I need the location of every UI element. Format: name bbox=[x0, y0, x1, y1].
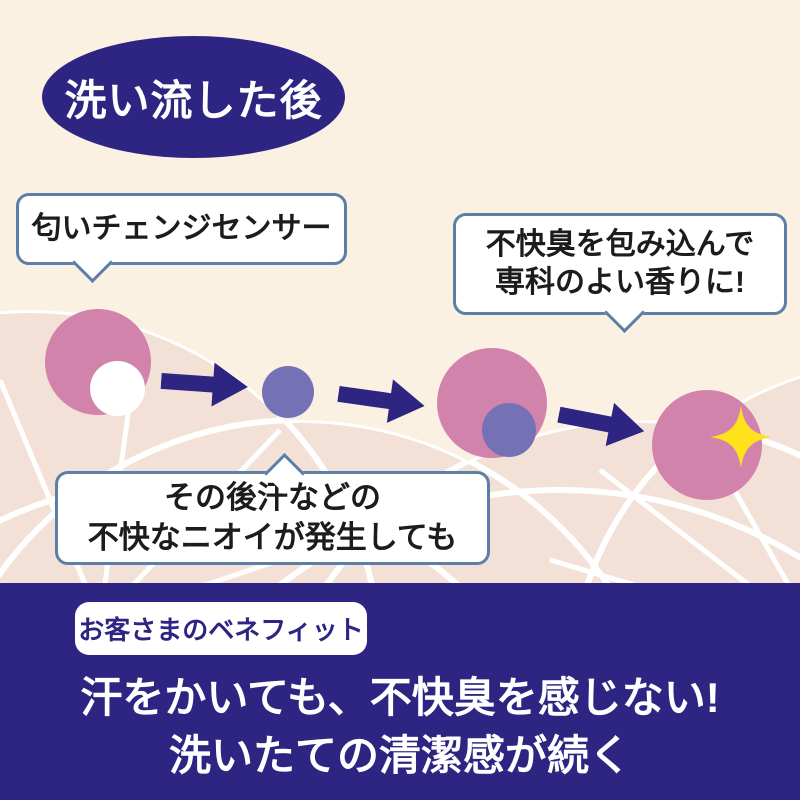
odor-particle-circle bbox=[262, 366, 314, 418]
benefit-badge-label: お客さまのベネフィット bbox=[78, 615, 364, 645]
sensor-bubble-label: 匂いチェンジセンサー bbox=[31, 211, 332, 245]
benefit-headline-line1: 汗をかいても、不快臭を感じない! bbox=[80, 674, 720, 721]
sweat-bubble-line2: 不快なニオイが発生しても bbox=[87, 520, 458, 555]
benefit-headline-line2: 洗いたての清潔感が続く bbox=[168, 732, 631, 779]
arrow-right-icon bbox=[160, 362, 248, 407]
result-bubble-line1: 不快臭を包み込んで bbox=[485, 227, 755, 261]
sweat-speech-bubble: その後汗などの 不快なニオイが発生しても bbox=[55, 452, 490, 565]
result-bubble-line2: 専科のよい香りに! bbox=[495, 266, 745, 299]
sensor-speech-bubble: 匂いチェンジセンサー bbox=[16, 193, 347, 284]
captured-odor-circle bbox=[482, 403, 536, 457]
sweat-bubble-line1: その後汗などの bbox=[164, 480, 381, 516]
arrow-right-icon bbox=[337, 379, 425, 423]
result-speech-bubble: 不快臭を包み込んで 専科のよい香りに! bbox=[453, 213, 787, 334]
stage-title-label: 洗い流した後 bbox=[64, 76, 323, 124]
arrow-right-icon bbox=[557, 402, 645, 447]
sparkle-icon bbox=[710, 406, 772, 468]
benefit-badge: お客さまのベネフィット bbox=[75, 602, 367, 655]
sensor-white-circle bbox=[90, 361, 145, 416]
stage-title-ellipse: 洗い流した後 bbox=[42, 36, 345, 158]
